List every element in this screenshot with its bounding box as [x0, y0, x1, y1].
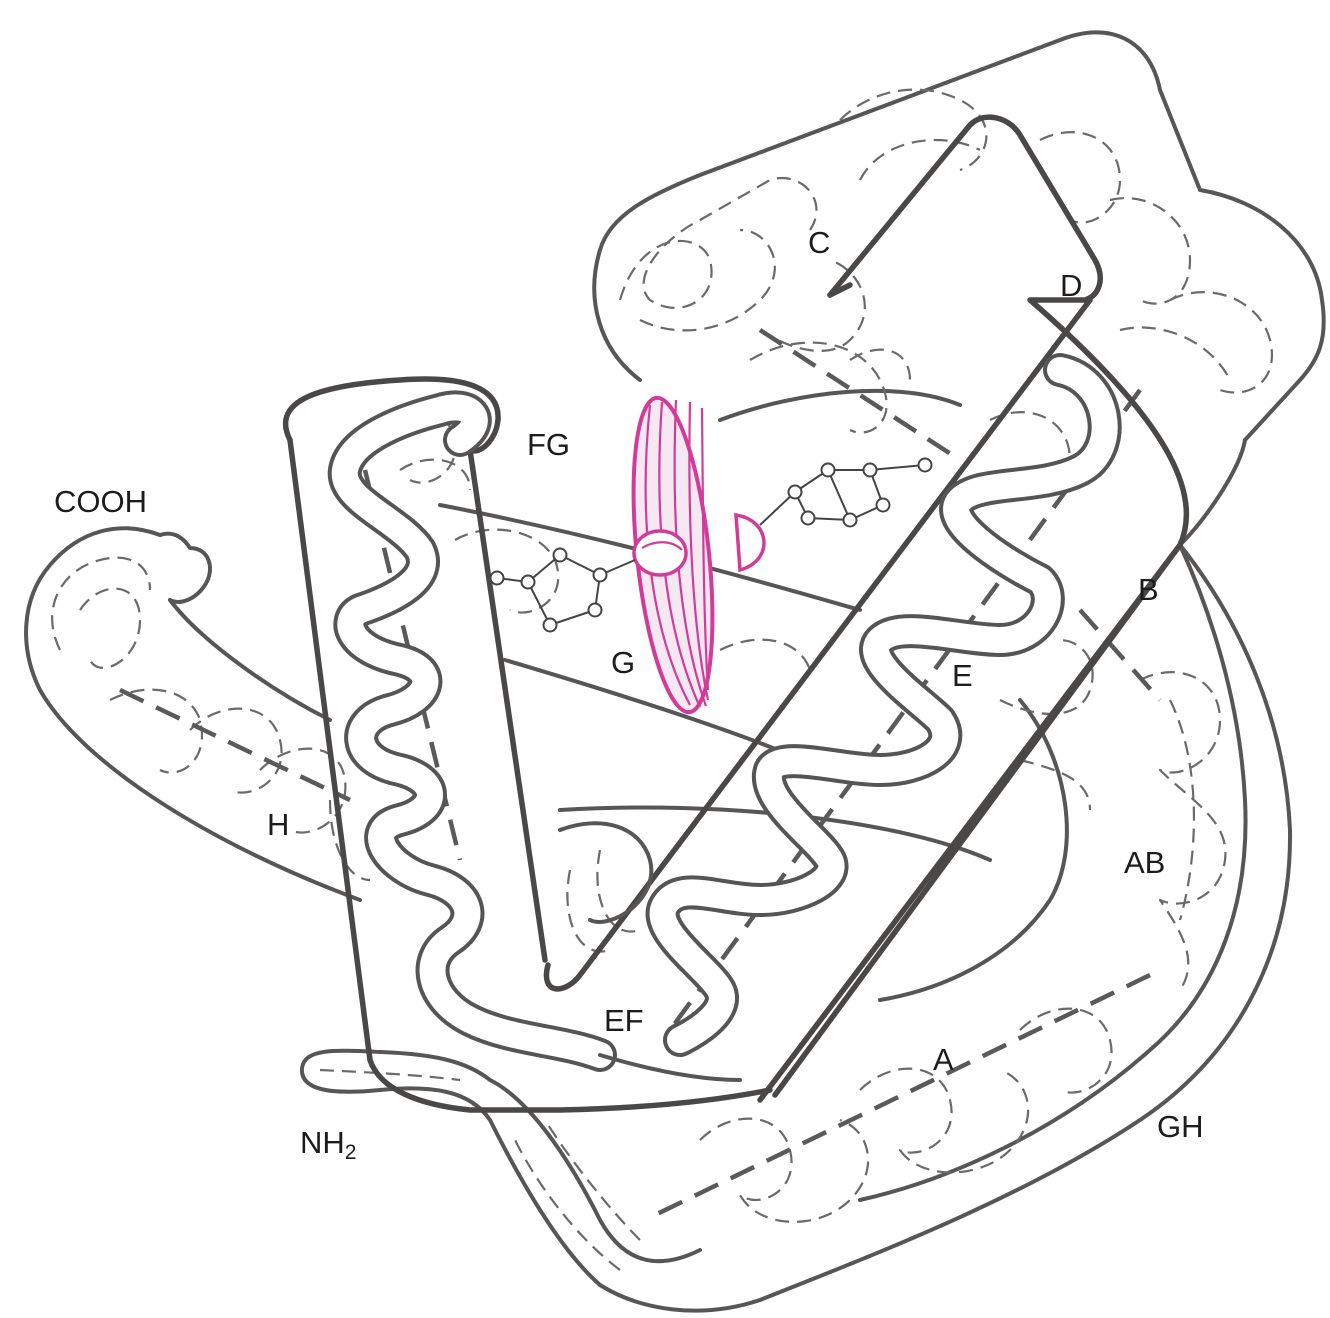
label-loop-ab: AB	[1124, 845, 1165, 880]
proximal-histidine	[491, 549, 636, 632]
label-nh2-main: NH	[300, 1125, 345, 1160]
label-nh2-subscript: 2	[345, 1141, 357, 1164]
label-loop-gh: GH	[1157, 1109, 1204, 1144]
label-loop-fg: FG	[527, 427, 570, 462]
label-loop-ef: EF	[604, 1003, 644, 1038]
label-helix-a: A	[933, 1042, 954, 1077]
label-helix-b: B	[1138, 572, 1159, 607]
region-labels: COOH NH2 C D FG B G E H AB EF A GH	[54, 225, 1204, 1164]
heme-iron-proximal	[634, 531, 686, 575]
label-nh2-terminus: NH2	[300, 1125, 356, 1164]
label-helix-g: G	[611, 645, 635, 680]
label-helix-c: C	[808, 225, 830, 260]
heme-group	[621, 394, 764, 716]
heme-iron-distal	[736, 515, 764, 570]
helix-h-axis	[120, 690, 350, 800]
label-cooh-terminus: COOH	[54, 484, 147, 519]
label-helix-h: H	[267, 807, 289, 842]
distal-histidine	[760, 459, 932, 527]
helix-f-coil	[345, 407, 600, 1055]
label-helix-d: D	[1060, 268, 1082, 303]
label-helix-e: E	[952, 658, 973, 693]
